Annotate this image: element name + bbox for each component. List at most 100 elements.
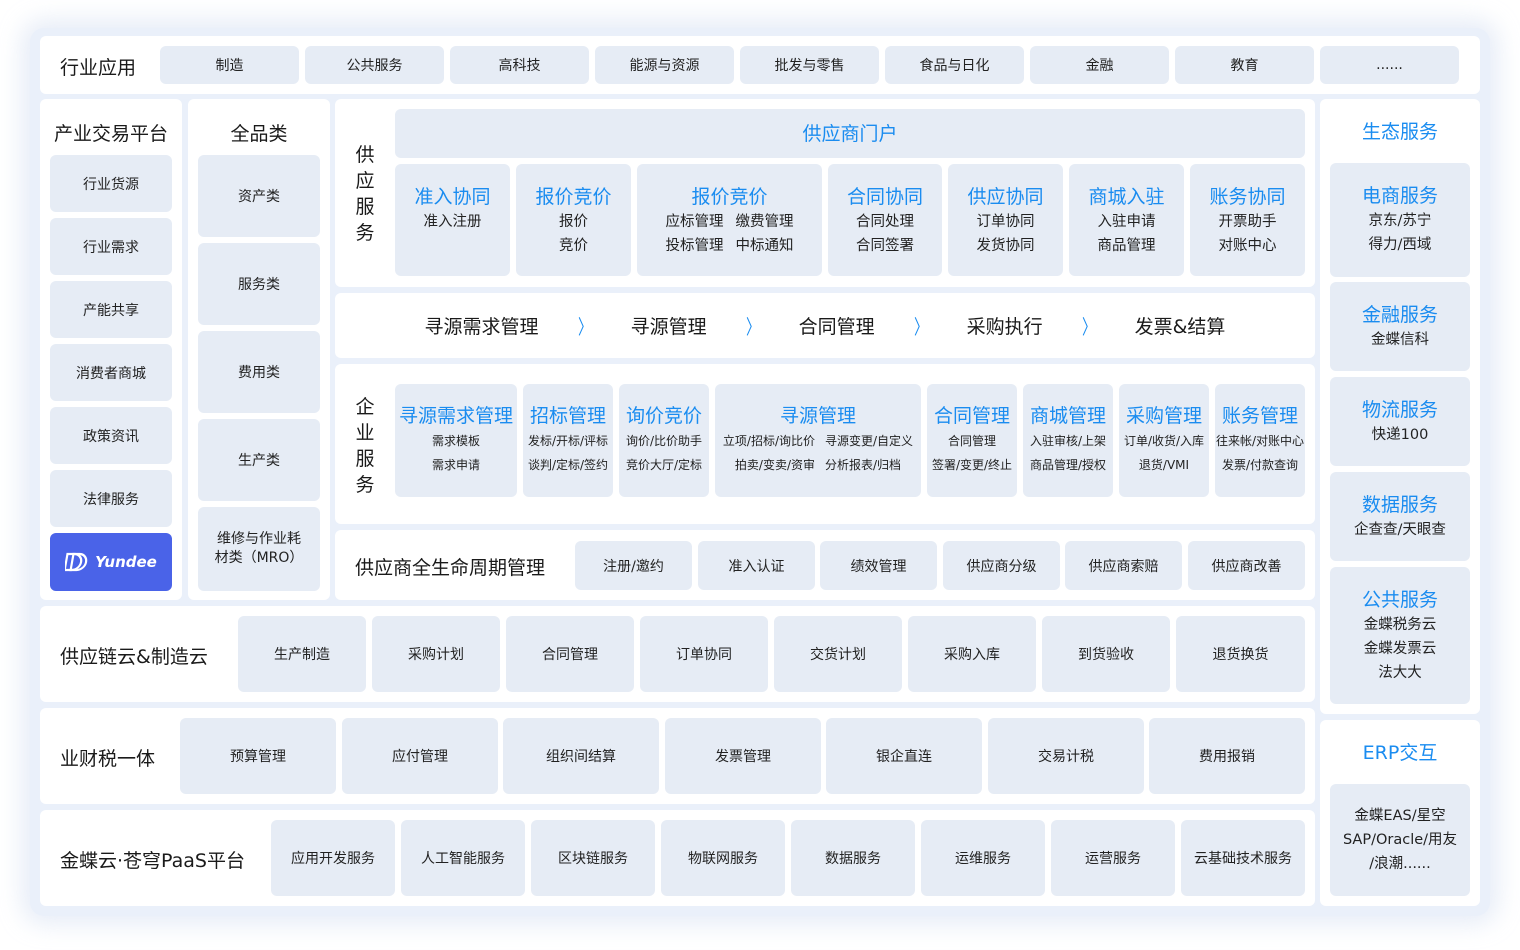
lifecycle-item[interactable]: 供应商分级	[943, 541, 1060, 590]
finance-tax-item[interactable]: 发票管理	[665, 718, 821, 794]
industry-item[interactable]: 制造	[160, 46, 299, 84]
supplier-module-supply[interactable]: 供应协同 订单协同 发货协同	[948, 164, 1063, 276]
ecosystem-item-line: 快递100	[1371, 426, 1429, 443]
enterprise-module-inquiry[interactable]: 询价竞价 询价/比价助手 竞价大厅/定标	[619, 384, 709, 497]
finance-tax-item[interactable]: 组织间结算	[503, 718, 659, 794]
enterprise-module-mall[interactable]: 商城管理 入驻审核/上架 商品管理/授权	[1023, 384, 1113, 497]
supply-chain-item[interactable]: 到货验收	[1042, 616, 1170, 692]
flow-step[interactable]: 合同管理	[798, 316, 875, 338]
supply-chain-item[interactable]: 合同管理	[506, 616, 634, 692]
enterprise-module-accounting[interactable]: 账务管理 往来帐/对账中心 发票/付款查询	[1215, 384, 1305, 497]
category-item[interactable]: 费用类	[198, 331, 320, 413]
module-line: 应标管理	[665, 214, 724, 230]
enterprise-module-tender[interactable]: 招标管理 发标/开标/评标 谈判/定标/签约	[523, 384, 613, 497]
trade-platform-item[interactable]: 产能共享	[50, 281, 172, 338]
erp-systems[interactable]: 金蝶EAS/星空 SAP/Oracle/用友 /浪潮......	[1330, 784, 1470, 896]
paas-item[interactable]: 物联网服务	[661, 820, 785, 896]
supplier-portal-banner[interactable]: 供应商门户	[395, 109, 1305, 158]
category-item[interactable]: 资产类	[198, 155, 320, 237]
trade-platform-item[interactable]: 行业需求	[50, 218, 172, 275]
flow-step[interactable]: 寻源需求管理	[424, 316, 539, 338]
module-title: 寻源需求管理	[398, 405, 513, 427]
ecosystem-item-title: 物流服务	[1361, 398, 1438, 421]
enterprise-module-procurement[interactable]: 采购管理 订单/收货/入库 退货/VMI	[1119, 384, 1209, 497]
trade-platform-item[interactable]: 政策资讯	[50, 407, 172, 464]
ecosystem-item-data[interactable]: 数据服务 企查查/天眼查	[1330, 472, 1470, 561]
category-item[interactable]: 生产类	[198, 419, 320, 501]
enterprise-service-char: 企	[355, 396, 375, 418]
flow-step[interactable]: 发票&结算	[1134, 316, 1226, 338]
finance-tax-item[interactable]: 银企直连	[826, 718, 982, 794]
finance-tax-item[interactable]: 费用报销	[1149, 718, 1305, 794]
lifecycle-item[interactable]: 注册/邀约	[575, 541, 692, 590]
flow-step[interactable]: 采购执行	[966, 316, 1043, 338]
industry-item[interactable]: 高科技	[450, 46, 589, 84]
flow-step[interactable]: 寻源管理	[630, 316, 707, 338]
supply-chain-item[interactable]: 退货换货	[1176, 616, 1305, 692]
ecosystem-item-line: 金蝶税务云	[1363, 616, 1437, 633]
yundee-logo-button[interactable]: Yundee	[50, 533, 172, 591]
trade-platform-item[interactable]: 行业货源	[50, 155, 172, 212]
finance-tax-item[interactable]: 预算管理	[180, 718, 336, 794]
enterprise-module-sourcing[interactable]: 寻源管理 立项/招标/询比价 寻源变更/自定义 拍卖/变卖/资审 分析报表/归档	[715, 384, 921, 497]
supplier-lifecycle-label: 供应商全生命周期管理	[355, 556, 546, 579]
module-line: 竞价	[559, 238, 588, 254]
supply-chain-item[interactable]: 采购入库	[908, 616, 1036, 692]
module-line: 准入注册	[423, 214, 482, 230]
enterprise-module-contract[interactable]: 合同管理 合同管理 签署/变更/终止	[927, 384, 1017, 497]
finance-tax-item[interactable]: 交易计税	[988, 718, 1144, 794]
module-line: 立项/招标/询比价	[722, 434, 816, 448]
process-flow-panel	[335, 293, 1315, 358]
finance-tax-item[interactable]: 应付管理	[342, 718, 498, 794]
lifecycle-item[interactable]: 供应商索赔	[1065, 541, 1182, 590]
supplier-module-mall[interactable]: 商城入驻 入驻申请 商品管理	[1069, 164, 1184, 276]
category-item-mro[interactable]: 维修与作业耗材类（MRO）	[198, 507, 320, 591]
trade-platform-item[interactable]: 消费者商城	[50, 344, 172, 401]
paas-item[interactable]: 应用开发服务	[271, 820, 395, 896]
industry-item[interactable]: 公共服务	[305, 46, 444, 84]
ecosystem-item-finance[interactable]: 金融服务 金蝶信科	[1330, 282, 1470, 371]
industry-item[interactable]: 金融	[1030, 46, 1169, 84]
ecosystem-item-logistics[interactable]: 物流服务 快递100	[1330, 377, 1470, 466]
module-line: 合同签署	[856, 238, 914, 254]
supplier-module-admission[interactable]: 准入协同 准入注册	[395, 164, 510, 276]
supplier-module-quote[interactable]: 报价竞价 报价 竞价	[516, 164, 631, 276]
module-line: 缴费管理	[735, 214, 794, 230]
supply-chain-item[interactable]: 采购计划	[372, 616, 500, 692]
enterprise-service-char: 务	[355, 474, 375, 496]
module-title: 询价竞价	[625, 405, 702, 427]
trade-platform-item[interactable]: 法律服务	[50, 470, 172, 527]
paas-item[interactable]: 人工智能服务	[401, 820, 525, 896]
industry-item[interactable]: 批发与零售	[740, 46, 879, 84]
paas-item[interactable]: 运维服务	[921, 820, 1045, 896]
module-line: 中标通知	[735, 238, 794, 254]
chevron-right-icon: 〉	[913, 315, 928, 339]
supply-chain-item[interactable]: 交货计划	[774, 616, 902, 692]
enterprise-module-sourcing-demand[interactable]: 寻源需求管理 需求模板 需求申请	[395, 384, 517, 497]
erp-line: SAP/Oracle/用友	[1342, 832, 1458, 848]
supplier-module-accounting[interactable]: 账务协同 开票助手 对账中心	[1190, 164, 1305, 276]
industry-item[interactable]: 教育	[1175, 46, 1314, 84]
supplier-module-bidding[interactable]: 报价竞价 应标管理 缴费管理 投标管理 中标通知	[637, 164, 822, 276]
module-title: 采购管理	[1125, 405, 1202, 427]
supplier-module-contract[interactable]: 合同协同 合同处理 合同签署	[828, 164, 942, 276]
lifecycle-item[interactable]: 绩效管理	[820, 541, 937, 590]
paas-item[interactable]: 运营服务	[1051, 820, 1175, 896]
paas-item[interactable]: 数据服务	[791, 820, 915, 896]
lifecycle-item[interactable]: 准入认证	[698, 541, 815, 590]
chevron-right-icon: 〉	[745, 315, 760, 339]
ecosystem-item-ecommerce[interactable]: 电商服务 京东/苏宁 得力/西域	[1330, 163, 1470, 277]
enterprise-service-label: 企 业 服 务	[352, 394, 378, 498]
all-categories-title: 全品类	[230, 122, 288, 145]
paas-item[interactable]: 云基础技术服务	[1181, 820, 1305, 896]
industry-item-more[interactable]: ......	[1320, 46, 1459, 84]
ecosystem-item-title: 金融服务	[1361, 303, 1438, 326]
category-item[interactable]: 服务类	[198, 243, 320, 325]
supply-chain-item[interactable]: 生产制造	[238, 616, 366, 692]
industry-item[interactable]: 能源与资源	[595, 46, 734, 84]
lifecycle-item[interactable]: 供应商改善	[1188, 541, 1305, 590]
supply-chain-item[interactable]: 订单协同	[640, 616, 768, 692]
ecosystem-item-public[interactable]: 公共服务 金蝶税务云 金蝶发票云 法大大	[1330, 567, 1470, 704]
paas-item[interactable]: 区块链服务	[531, 820, 655, 896]
industry-item[interactable]: 食品与日化	[885, 46, 1024, 84]
